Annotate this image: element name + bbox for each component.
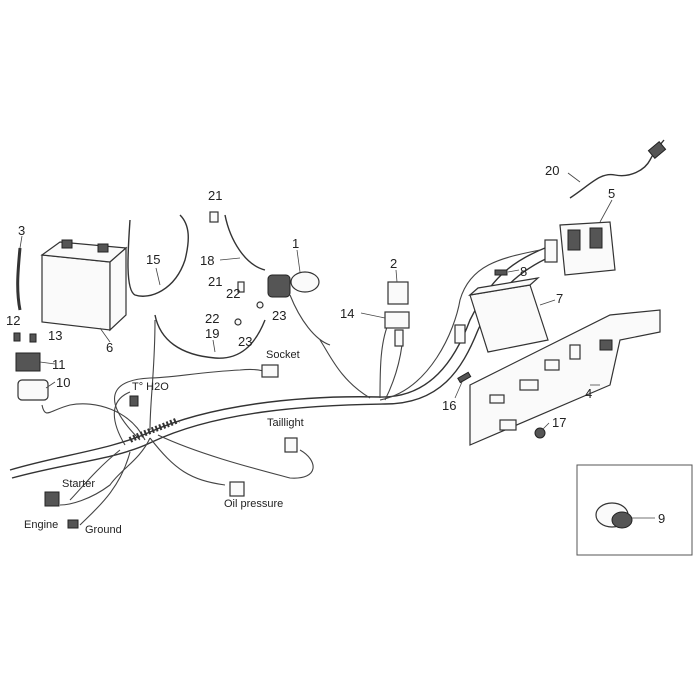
ground-connector [67, 519, 79, 529]
callout-12: 12 [6, 313, 20, 328]
label-engine: Engine [24, 519, 58, 531]
callout-5: 5 [608, 186, 615, 201]
callout-6: 6 [106, 340, 113, 355]
callout-8: 8 [520, 264, 527, 279]
battery-cable-15 [127, 214, 189, 297]
inset-box [576, 464, 693, 556]
oil-pressure-connector [229, 481, 245, 497]
clip-13 [29, 333, 37, 343]
callout-19: 19 [205, 326, 219, 341]
callout-22a: 22 [226, 286, 240, 301]
clip-12 [13, 332, 21, 342]
sensor-cable-20 [569, 139, 665, 199]
callouts: 1 2 3 4 5 6 7 8 9 10 11 12 13 14 15 16 1… [6, 163, 665, 526]
callout-15: 15 [146, 252, 160, 267]
callout-21b: 21 [208, 274, 222, 289]
label-starter: Starter [62, 478, 95, 490]
part-3-strap [16, 247, 22, 311]
starter-relay [267, 271, 331, 346]
washer-22 [234, 318, 242, 326]
label-ground: Ground [85, 524, 122, 536]
taillight-connector [284, 437, 298, 453]
callout-10: 10 [56, 375, 70, 390]
callout-7: 7 [556, 291, 563, 306]
text-labels: Socket T° H2O Taillight Starter Engine G… [24, 349, 304, 536]
callout-20: 20 [545, 163, 559, 178]
callout-3: 3 [18, 223, 25, 238]
callout-13: 13 [48, 328, 62, 343]
label-oil-pressure: Oil pressure [224, 498, 283, 510]
mounting-plate [469, 309, 661, 446]
callout-16: 16 [442, 398, 456, 413]
callout-9: 9 [658, 511, 665, 526]
leader-lines [39, 172, 613, 431]
callout-22b: 22 [205, 311, 219, 326]
callout-23a: 23 [272, 308, 286, 323]
nut-17 [534, 427, 546, 439]
socket-connector [261, 364, 279, 378]
callout-21a: 21 [208, 188, 222, 203]
relay-14 [384, 311, 410, 329]
screw-16 [457, 371, 472, 384]
temp-connector [129, 395, 139, 407]
callout-2: 2 [390, 256, 397, 271]
washer-22b [256, 301, 264, 309]
starter-connector [44, 491, 60, 507]
cable-19 [154, 314, 266, 359]
cable-18 [224, 214, 266, 271]
sensor-10 [17, 379, 49, 401]
label-taillight: Taillight [267, 417, 304, 429]
callout-17: 17 [552, 415, 566, 430]
callout-14: 14 [340, 306, 354, 321]
callout-23b: 23 [238, 334, 252, 349]
fuse-box [544, 221, 616, 276]
bolt-21-mid [237, 281, 245, 293]
callout-11: 11 [52, 357, 66, 372]
screw-8 [494, 269, 508, 276]
label-socket: Socket [266, 349, 300, 361]
battery [40, 239, 128, 332]
control-unit [454, 277, 549, 353]
bolt-21-top [209, 211, 219, 223]
label-temp: T° H2O [132, 381, 169, 393]
callout-4: 4 [585, 386, 592, 401]
relay-2 [387, 281, 409, 305]
connector-11 [15, 352, 41, 372]
callout-1: 1 [292, 236, 299, 251]
callout-18: 18 [200, 253, 214, 268]
